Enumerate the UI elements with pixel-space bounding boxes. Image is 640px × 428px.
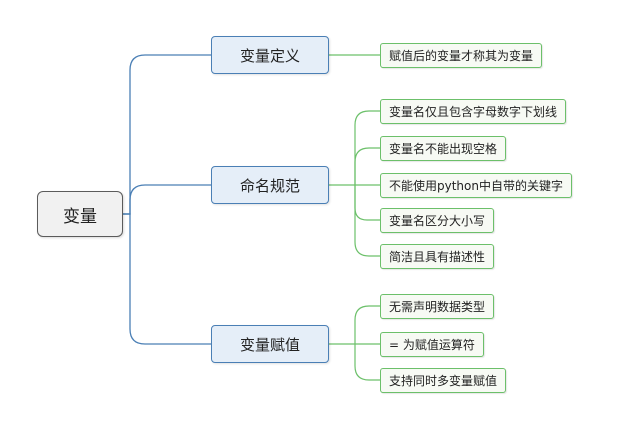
leaf-node[interactable]: 变量名不能出现空格 [380, 136, 507, 161]
branch-node-assignment[interactable]: 变量赋值 [211, 325, 329, 363]
leaf-label: 简洁且具有描述性 [389, 250, 486, 264]
leaf-node[interactable]: 赋值后的变量才称其为变量 [380, 43, 543, 68]
leaf-label: 变量名区分大小写 [389, 214, 486, 228]
leaf-label: 变量名不能出现空格 [389, 142, 498, 156]
connector-branch3-leaf-3 [354, 344, 380, 381]
leaf-node[interactable]: 变量名区分大小写 [380, 208, 495, 233]
connector-branch2-leaf-2 [354, 147, 380, 185]
connector-root-branch-1 [123, 54, 211, 215]
connector-branch2-leaf-1 [354, 110, 380, 185]
leaf-node[interactable]: 无需声明数据类型 [380, 294, 495, 319]
branch-label: 变量赋值 [239, 335, 300, 354]
root-label: 变量 [63, 206, 97, 227]
branch-node-definition[interactable]: 变量定义 [211, 36, 329, 74]
leaf-label: 赋值后的变量才称其为变量 [389, 49, 534, 63]
leaf-label: 变量名仅且包含字母数字下划线 [389, 105, 558, 119]
connector-branch2-leaf-5 [354, 185, 380, 257]
leaf-label: 无需声明数据类型 [389, 300, 486, 314]
connector-root-branch-2 [123, 184, 211, 215]
root-node[interactable]: 变量 [37, 191, 123, 237]
branch-node-naming[interactable]: 命名规范 [211, 166, 329, 204]
connector-root-branch-3 [123, 213, 211, 345]
leaf-label: 不能使用python中自带的关键字 [389, 179, 563, 193]
leaf-node[interactable]: 不能使用python中自带的关键字 [380, 173, 572, 198]
connector-branch3-leaf-1 [354, 305, 380, 344]
leaf-node[interactable]: 支持同时多变量赋值 [380, 368, 507, 393]
leaf-node[interactable]: 变量名仅且包含字母数字下划线 [380, 99, 567, 124]
branch-label: 变量定义 [239, 46, 300, 65]
branch-label: 命名规范 [239, 176, 300, 195]
leaf-label: 支持同时多变量赋值 [389, 374, 498, 388]
leaf-label: = 为赋值运算符 [389, 338, 475, 352]
connector-branch2-leaf-4 [354, 185, 380, 221]
leaf-node[interactable]: 简洁且具有描述性 [380, 244, 495, 269]
leaf-node[interactable]: = 为赋值运算符 [380, 332, 484, 357]
